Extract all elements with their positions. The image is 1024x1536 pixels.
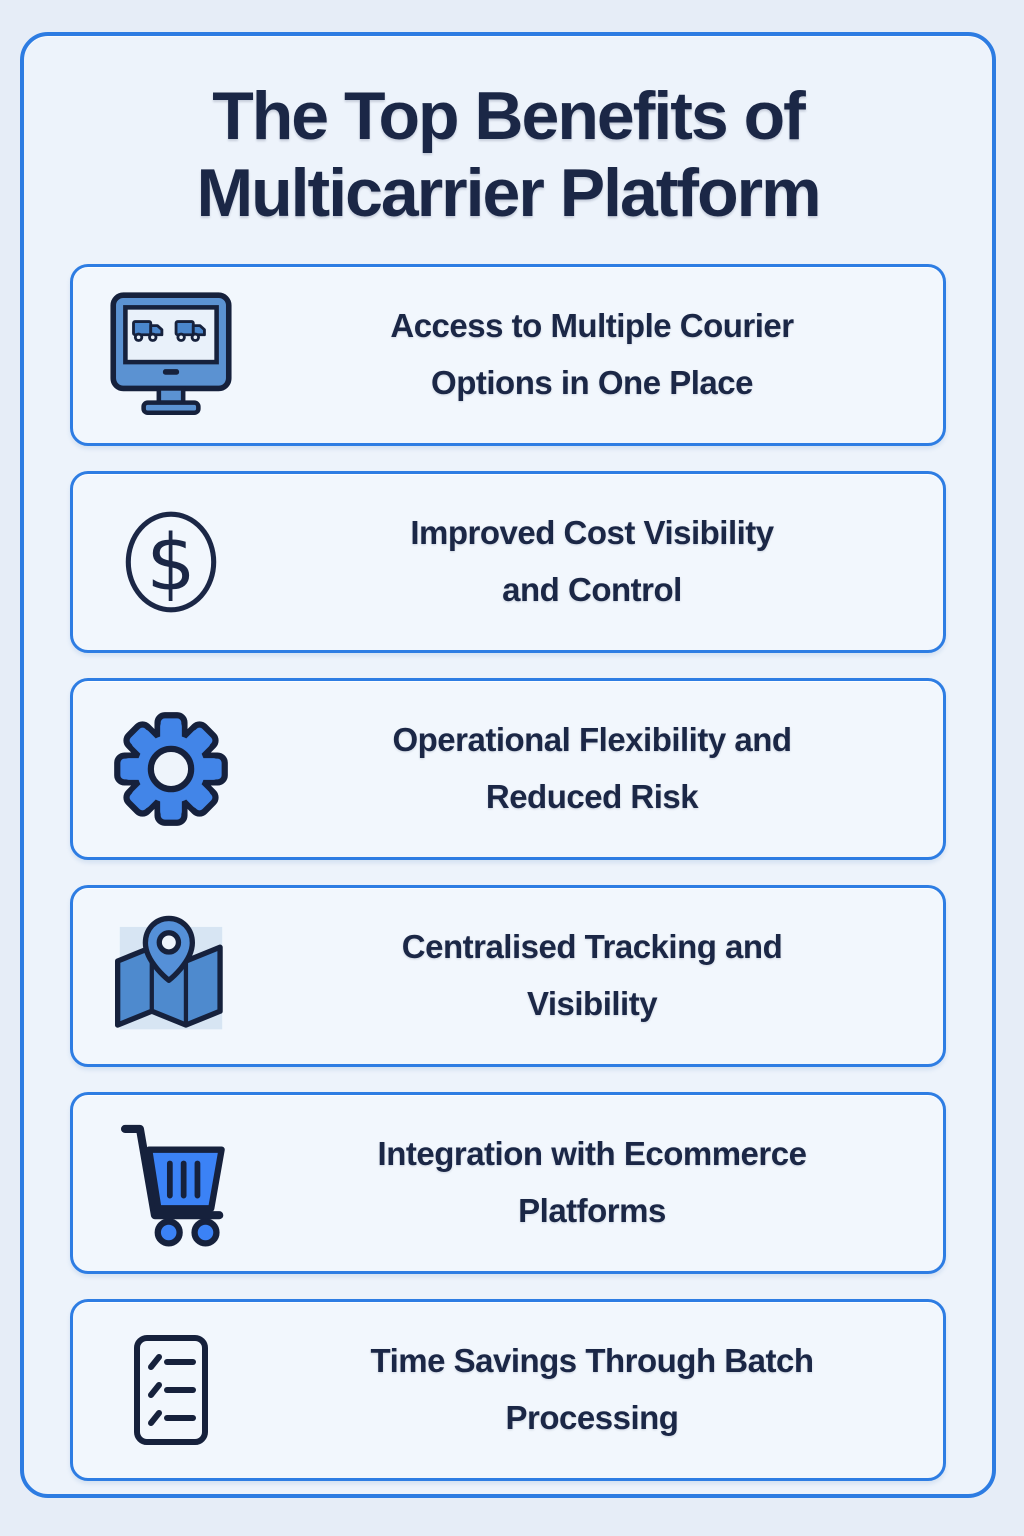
benefit-card-tracking: Centralised Tracking and Visibility [70, 884, 946, 1067]
benefit-text: Integration with Ecommerce Platforms [269, 1126, 943, 1240]
info-frame: The Top Benefits of Multicarrier Platfor… [20, 32, 996, 1498]
benefit-card-integration: Integration with Ecommerce Platforms [70, 1091, 946, 1274]
benefit-card-couriers: Access to Multiple Courier Options in On… [70, 263, 946, 446]
benefit-card-time-savings: Time Savings Through Batch Processing [70, 1298, 946, 1481]
dollar-coin-icon: $ [73, 500, 269, 624]
benefit-line-1: Operational Flexibility and [392, 720, 792, 758]
benefit-line-2: Processing [505, 1398, 679, 1436]
title-line-2: Multicarrier Platform [196, 154, 821, 231]
benefit-line-2: and Control [502, 570, 682, 608]
benefit-text: Time Savings Through Batch Processing [269, 1333, 943, 1447]
benefit-line-1: Centralised Tracking and [401, 927, 783, 965]
benefit-card-cost: $ Improved Cost Visibility and Control [70, 470, 946, 653]
benefit-card-flexibility: Operational Flexibility and Reduced Risk [70, 677, 946, 860]
benefit-line-1: Improved Cost Visibility [410, 513, 774, 551]
page-title: The Top Benefits of Multicarrier Platfor… [24, 78, 992, 232]
benefit-text: Improved Cost Visibility and Control [269, 505, 943, 619]
benefit-text: Access to Multiple Courier Options in On… [269, 298, 943, 412]
benefit-line-1: Access to Multiple Courier [390, 306, 794, 344]
benefit-line-1: Time Savings Through Batch [370, 1341, 814, 1379]
map-location-pin-icon [73, 912, 269, 1040]
shopping-cart-icon [73, 1114, 269, 1252]
benefit-text: Centralised Tracking and Visibility [269, 919, 943, 1033]
benefit-line-2: Platforms [518, 1191, 666, 1229]
monitor-with-trucks-icon [73, 289, 269, 421]
benefit-text: Operational Flexibility and Reduced Risk [269, 712, 943, 826]
checklist-icon [73, 1327, 269, 1453]
benefit-line-2: Reduced Risk [485, 777, 699, 815]
gear-icon [73, 707, 269, 831]
svg-text:$: $ [146, 518, 195, 608]
benefit-line-2: Options in One Place [431, 363, 753, 401]
benefit-line-2: Visibility [526, 984, 658, 1022]
title-line-1: The Top Benefits of [212, 78, 806, 154]
benefit-line-1: Integration with Ecommerce [377, 1134, 807, 1172]
benefit-card-list: Access to Multiple Courier Options in On… [70, 263, 946, 1481]
